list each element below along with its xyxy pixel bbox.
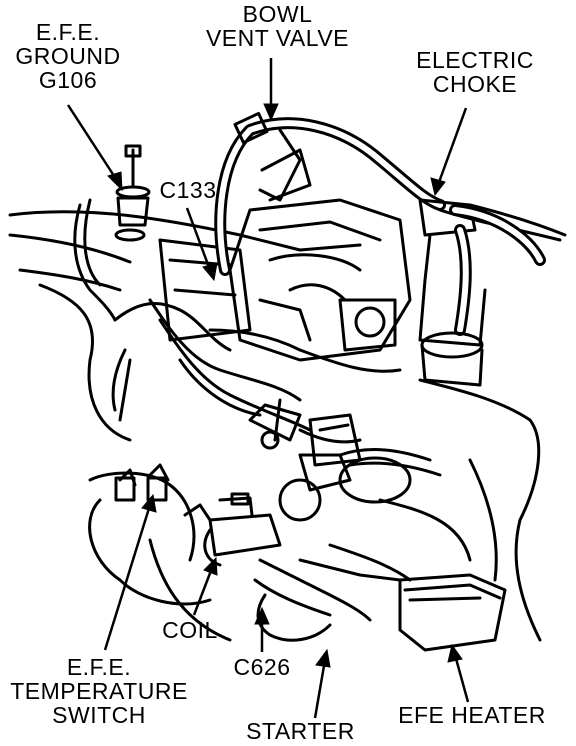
wiring-harness <box>111 298 402 450</box>
label-electric-choke-line-2: CHOKE <box>432 71 518 97</box>
label-starter-text: STARTER <box>246 718 355 744</box>
label-efe-ground-line-2: GROUND <box>15 43 121 69</box>
electric-choke <box>418 198 546 387</box>
ignition-coil <box>203 492 282 567</box>
label-electric-choke: ELECTRIC CHOKE <box>405 48 545 96</box>
label-efe-temperature-switch-line-3: SWITCH <box>52 702 146 728</box>
label-c626: C626 <box>222 655 302 679</box>
label-electric-choke-line-1: ELECTRIC <box>416 47 534 73</box>
label-efe-ground: E.F.E. GROUND G106 <box>6 20 130 92</box>
label-efe-heater-text: EFE HEATER <box>398 702 546 728</box>
efe-temperature-switch <box>114 463 212 522</box>
label-efe-heater: EFE HEATER <box>388 703 556 727</box>
carburetor <box>158 128 412 362</box>
label-efe-temperature-switch-line-1: E.F.E. <box>66 654 132 680</box>
bowl-vent-hose <box>214 111 446 276</box>
efe-heater-block <box>398 573 507 652</box>
label-bowl-vent-valve-line-1: BOWL <box>242 1 313 27</box>
starter-motor <box>253 543 412 642</box>
label-c133-text: C133 <box>159 177 217 203</box>
efe-ground-bolt <box>73 144 151 322</box>
leader-lines <box>66 58 470 719</box>
label-c626-text: C626 <box>233 654 291 680</box>
label-bowl-vent-valve-line-2: VENT VALVE <box>205 25 350 51</box>
label-efe-temperature-switch-line-2: TEMPERATURE <box>10 678 188 704</box>
label-efe-ground-line-1: E.F.E. <box>35 19 101 45</box>
label-coil-text: COIL <box>162 617 218 643</box>
label-c133: C133 <box>155 178 221 202</box>
label-bowl-vent-valve: BOWL VENT VALVE <box>195 2 360 50</box>
distributor <box>278 413 442 522</box>
engine-block-outline <box>8 203 567 642</box>
label-starter: STARTER <box>238 719 363 743</box>
label-coil: COIL <box>155 618 225 642</box>
label-efe-ground-line-3: G106 <box>38 67 98 93</box>
label-efe-temperature-switch: E.F.E. TEMPERATURE SWITCH <box>0 655 198 727</box>
